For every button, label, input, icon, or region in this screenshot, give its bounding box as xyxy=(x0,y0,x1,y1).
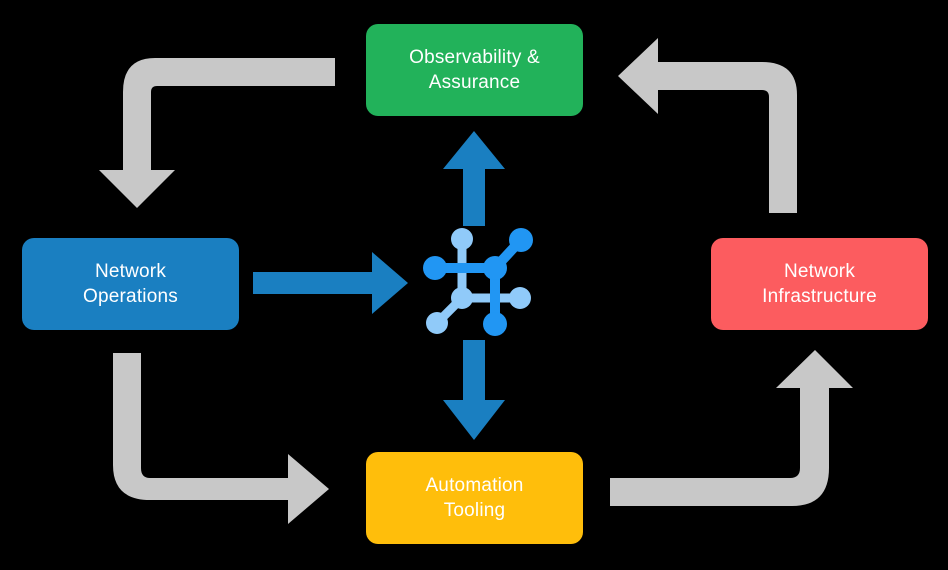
gray-arrow-automation-to-infrastructure xyxy=(610,350,853,506)
network-node-lower-left xyxy=(426,312,448,334)
network-node-right xyxy=(509,287,531,309)
node-label-network-operations: Network Operations xyxy=(83,260,178,307)
network-nodes-primary xyxy=(423,228,533,336)
node-box-observability[interactable]: Observability & Assurance xyxy=(366,24,583,116)
network-nodes-secondary xyxy=(426,228,531,334)
blue-arrow-center-to-automation xyxy=(443,340,505,440)
blue-arrow-center-to-observability xyxy=(443,131,505,226)
network-node-left xyxy=(423,256,447,280)
node-label-automation-tooling: Automation Tooling xyxy=(425,474,524,521)
node-label-observability: Observability & Assurance xyxy=(409,46,540,93)
node-label-network-infrastructure: Network Infrastructure xyxy=(762,260,877,307)
node-box-network-operations[interactable]: Network Operations xyxy=(22,238,239,330)
blue-arrow-operations-to-center xyxy=(253,252,408,314)
network-node-bottom-left xyxy=(451,287,473,309)
node-box-network-infrastructure[interactable]: Network Infrastructure xyxy=(711,238,928,330)
gray-arrow-observability-to-operations xyxy=(99,58,335,208)
network-node-top-right xyxy=(509,228,533,252)
network-node-center xyxy=(483,256,507,280)
network-node-bottom xyxy=(483,312,507,336)
gray-arrow-operations-to-automation xyxy=(113,353,329,524)
gray-arrow-infrastructure-to-observability xyxy=(618,38,797,213)
network-node-top xyxy=(451,228,473,250)
node-box-automation-tooling[interactable]: Automation Tooling xyxy=(366,452,583,544)
network-topology-icon xyxy=(423,228,533,336)
